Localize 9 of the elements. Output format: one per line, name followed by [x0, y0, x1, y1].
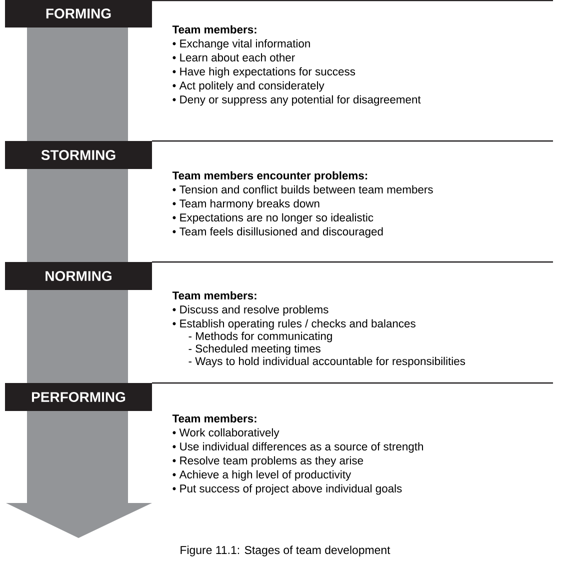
stage-banner: NORMING — [5, 262, 152, 290]
bullet-list: Team members: • Discuss and resolve problems • Establish operating rules / checks and balances - Methods for communicating - Scheduled meeting times - Ways to hold individual accountable for responsibilities — [172, 291, 466, 368]
bullet-list: Team members encounter problems: • Tension and conflict builds between team members • Team harmony breaks down • Expectations are no longer so idealistic • Team feels disillusioned and discouraged — [172, 171, 433, 238]
bullet-list: Team members: • Work collaboratively • Use individual differences as a source of strength • Resolve team problems as they arise • Achieve a high level of productivity • Put success of project above individual goals — [172, 414, 423, 495]
figure-caption: Figure 11.1: Stages of team development — [180, 546, 390, 556]
bullet-list: Team members: • Exchange vital information • Learn about each other • Have high expectations for success • Act politely and considerately • Deny or suppress any potential for disagreement — [172, 25, 421, 106]
stage-banner: PERFORMING — [5, 383, 152, 411]
stage-banner: STORMING — [5, 141, 152, 169]
stage-banner: FORMING — [5, 0, 152, 28]
